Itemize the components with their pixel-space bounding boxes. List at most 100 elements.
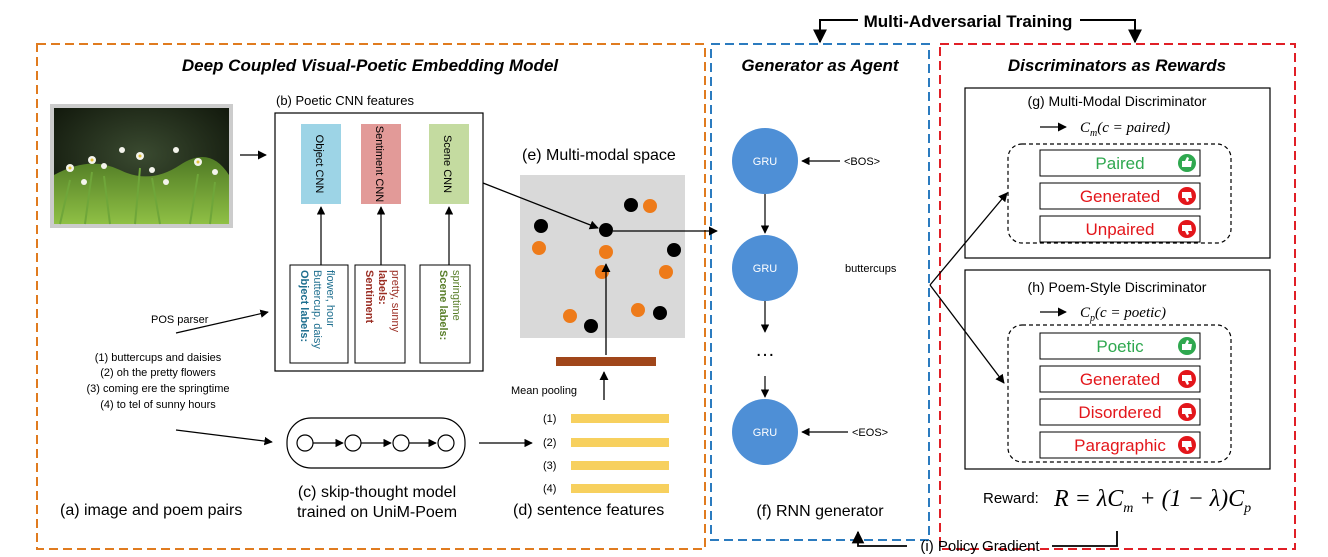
svg-text:(1) buttercups and daisies: (1) buttercups and daisies <box>95 352 222 364</box>
cnn-caption: (b) Poetic CNN features <box>276 93 414 108</box>
generator-title: Generator as Agent <box>741 56 899 75</box>
disc-g-title: (g) Multi-Modal Discriminator <box>1028 93 1207 109</box>
disc-g-box <box>964 87 1271 259</box>
pos-parser-arrow <box>175 309 269 334</box>
gen-to-disc-g-arrow <box>929 192 1008 286</box>
point-black <box>534 219 548 233</box>
svg-text:Scene labels:: Scene labels: <box>437 270 449 340</box>
svg-text:Buttercup, daisy: Buttercup, daisy <box>311 270 323 349</box>
thumbs-down-icon <box>1178 436 1196 454</box>
thumbs-down-icon <box>1178 403 1196 421</box>
disc_h-option-label: Poetic <box>1096 337 1144 356</box>
poem-to-skip-arrow <box>175 429 273 446</box>
gru-label-3: GRU <box>753 427 778 439</box>
scene-cnn-label: Scene CNN <box>441 135 453 193</box>
disc_h-option-label: Paragraphic <box>1074 436 1166 455</box>
sentiment-cnn-label: Sentiment CNN <box>373 126 385 202</box>
scene-cnn-block <box>429 124 469 204</box>
gru-node-1 <box>732 128 798 194</box>
point-orange <box>532 241 546 255</box>
skip-thought-chain <box>296 434 455 452</box>
object-labels-text: Object labels: Buttercup, daisy flower, … <box>298 270 336 349</box>
top-arrow-left <box>813 19 858 44</box>
svg-text:(4) to tel of sunny hours: (4) to tel of sunny hours <box>100 399 216 411</box>
disc-h-formula: Cp(c = poetic) <box>1080 305 1166 324</box>
policy-line-right <box>1052 531 1118 547</box>
disc_h-option-3: Paragraphic <box>1039 431 1201 459</box>
point-orange <box>563 309 577 323</box>
point-orange <box>631 303 645 317</box>
disc_g-option-label: Generated <box>1080 187 1160 206</box>
ellipsis: … <box>755 339 775 361</box>
disc_g-option-1: Generated <box>1039 182 1201 210</box>
scene-labels-box <box>419 264 471 364</box>
point-black <box>624 198 638 212</box>
discriminators-panel <box>939 43 1296 550</box>
skip-caption-line2: trained on UniM-Poem <box>297 504 457 521</box>
object-cnn-label: Object CNN <box>313 135 325 194</box>
disc-g-formula: Cm(c = paired) <box>1080 120 1170 139</box>
thumbs-up-icon <box>1178 154 1196 172</box>
cnn-to-space-arrow <box>482 182 599 230</box>
embedding-points <box>532 198 681 333</box>
svg-text:pretty, sunny: pretty, sunny <box>389 270 401 333</box>
embedding-panel <box>36 43 706 550</box>
discriminators-title: Discriminators as Rewards <box>1008 56 1226 75</box>
sentiment-cnn-block <box>361 124 401 204</box>
rnn-caption: (f) RNN generator <box>756 503 884 520</box>
token-bos: <BOS> <box>844 156 880 168</box>
svg-text:labels:: labels: <box>376 270 388 305</box>
point-black <box>584 319 598 333</box>
svg-text:Sentiment: Sentiment <box>363 270 375 324</box>
policy-gradient-label: (i) Policy Gradient <box>920 538 1040 555</box>
pos-parser-label: POS parser <box>151 314 209 326</box>
point-orange <box>599 245 613 259</box>
embedding-title: Deep Coupled Visual-Poetic Embedding Mod… <box>182 56 560 75</box>
skip-caption-line1: (c) skip-thought model <box>298 484 456 501</box>
multimodal-caption: (e) Multi-modal space <box>522 147 676 164</box>
sentence-indices: (1) (2) (3) (4) <box>543 413 556 495</box>
scene-labels-text: Scene labels: springtime <box>437 270 462 340</box>
generator-panel <box>710 43 930 541</box>
svg-text:flower, hour: flower, hour <box>324 270 336 327</box>
svg-text:(2): (2) <box>543 437 556 449</box>
object-cnn-block <box>301 124 341 204</box>
point-black <box>653 306 667 320</box>
svg-text:(1): (1) <box>543 413 556 425</box>
point-orange <box>643 199 657 213</box>
disc-h-title: (h) Poem-Style Discriminator <box>1028 279 1207 295</box>
disc_g-option-label: Unpaired <box>1086 220 1155 239</box>
token-mid: buttercups <box>845 263 897 275</box>
image-caption: (a) image and poem pairs <box>60 502 242 519</box>
gru-label-1: GRU <box>753 156 778 168</box>
thumbs-down-icon <box>1178 370 1196 388</box>
thumbs-down-icon <box>1178 187 1196 205</box>
svg-text:(4): (4) <box>543 483 556 495</box>
svg-text:(3) coming ere the springtime: (3) coming ere the springtime <box>86 383 229 395</box>
sentence-caption: (d) sentence features <box>513 502 664 519</box>
svg-text:(2) oh the pretty flowers: (2) oh the pretty flowers <box>100 367 216 379</box>
thumbs-up-icon <box>1178 337 1196 355</box>
mean-pool-bar <box>556 357 656 366</box>
policy-arrow-left <box>851 530 907 547</box>
disc_g-option-2: Unpaired <box>1039 215 1201 243</box>
reward-formula: R = λCm + (1 − λ)Cp <box>1053 486 1251 516</box>
reward-label: Reward: <box>983 490 1039 507</box>
mean-pooling-label: Mean pooling <box>511 385 577 397</box>
disc_h-option-label: Disordered <box>1078 403 1161 422</box>
disc-h-options <box>1007 324 1232 463</box>
disc_h-option-label: Generated <box>1080 370 1160 389</box>
sentiment-labels-text: Sentiment labels: pretty, sunny <box>363 270 401 333</box>
point-black <box>599 223 613 237</box>
token-eos: <EOS> <box>852 427 888 439</box>
gru-label-2: GRU <box>753 263 778 275</box>
object-labels-box <box>289 264 349 364</box>
cnn-box <box>274 112 484 372</box>
disc-g-options <box>1007 143 1232 244</box>
thumbs-down-icon <box>1178 220 1196 238</box>
disc_g-option-0: Paired <box>1039 149 1201 177</box>
